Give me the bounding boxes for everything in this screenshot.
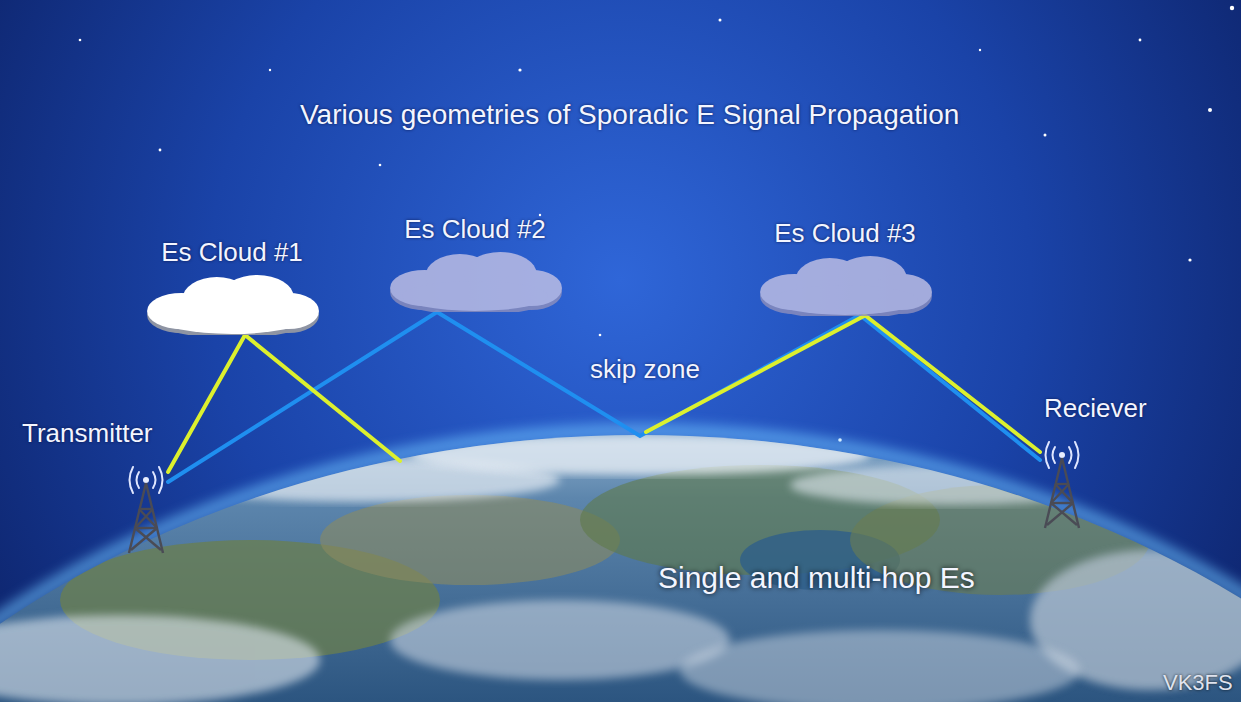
- cloud-swirl: [390, 600, 730, 680]
- star: [159, 149, 162, 152]
- stars: [79, 6, 1235, 442]
- tower-lattice: [129, 483, 163, 553]
- cloud-swirl: [680, 630, 1080, 702]
- star: [1188, 258, 1191, 261]
- wave-arc: [159, 467, 163, 493]
- cloud-swirl: [790, 465, 1110, 505]
- antenna-tip: [1059, 452, 1065, 458]
- cloud-puff: [402, 281, 548, 311]
- tower-brace: [1051, 503, 1077, 525]
- radio-station-node: Reciever: [1040, 393, 1157, 529]
- cloud-label: Es Cloud #1: [141, 237, 323, 268]
- cloud-puffs: [390, 252, 562, 312]
- radio-station-node: Transmitter: [18, 418, 168, 554]
- es-cloud-shape: [141, 273, 323, 335]
- cloud-puff: [159, 304, 305, 334]
- cloud-swirl: [410, 435, 870, 475]
- wave-arc: [1046, 442, 1050, 468]
- radio-waves: [130, 467, 163, 493]
- cloud-puffs: [760, 256, 932, 316]
- wave-arc: [130, 467, 134, 493]
- tower-brace: [135, 509, 153, 528]
- star: [1139, 39, 1142, 42]
- diagram-title: Various geometries of Sporadic E Signal …: [300, 98, 959, 132]
- star: [79, 39, 82, 42]
- skip-zone-label: skip zone: [590, 354, 700, 385]
- tower-brace: [1047, 503, 1073, 525]
- cloud-puffs: [147, 275, 319, 335]
- propagation-ray: [168, 312, 437, 482]
- propagation-ray: [168, 335, 245, 472]
- earth-surface: [0, 435, 1241, 702]
- yellow-ray: [245, 335, 400, 461]
- hop-caption: Single and multi-hop Es: [658, 560, 975, 596]
- propagation-ray: [861, 316, 1040, 460]
- es-cloud-node: Es Cloud #3: [754, 218, 936, 316]
- star: [1208, 108, 1212, 112]
- wave-arc: [1075, 442, 1079, 468]
- star: [269, 69, 271, 71]
- cloud-swirl: [0, 615, 320, 702]
- star: [379, 164, 382, 167]
- tower-brace: [1055, 484, 1073, 503]
- station-label: Transmitter: [18, 418, 168, 449]
- tower-brace: [1051, 502, 1073, 504]
- star: [1230, 6, 1234, 10]
- earth-globe: [0, 435, 1241, 702]
- tower-brace: [131, 528, 157, 550]
- es-cloud-node: Es Cloud #2: [384, 214, 566, 312]
- land-mass: [320, 495, 620, 585]
- es-cloud-shape: [384, 250, 566, 312]
- propagation-ray: [437, 312, 858, 436]
- wave-arc: [153, 472, 156, 488]
- cloud-label: Es Cloud #3: [754, 218, 936, 249]
- wave-arc: [137, 472, 140, 488]
- radio-tower-icon: [124, 454, 168, 554]
- cloud-label: Es Cloud #2: [384, 214, 566, 245]
- watermark: VK3FS: [1163, 670, 1233, 696]
- propagation-ray: [866, 316, 1040, 452]
- star: [719, 19, 722, 22]
- antenna-tip: [143, 477, 149, 483]
- wave-arc: [1069, 447, 1072, 463]
- es-cloud-shape: [754, 254, 936, 316]
- tower-brace: [139, 509, 157, 528]
- station-label: Reciever: [1040, 393, 1157, 424]
- tower-brace: [135, 528, 161, 550]
- radio-tower-icon: [1040, 429, 1084, 529]
- radio-waves: [1046, 442, 1079, 468]
- star: [979, 49, 981, 51]
- es-cloud-node: Es Cloud #1: [141, 237, 323, 335]
- wave-arc: [1053, 447, 1056, 463]
- cloud-puff: [772, 285, 918, 315]
- star: [599, 334, 602, 337]
- tower-brace: [135, 527, 157, 529]
- tower-brace: [1051, 484, 1069, 503]
- star: [518, 68, 521, 71]
- tower-lattice: [1045, 458, 1079, 528]
- star: [1044, 134, 1047, 137]
